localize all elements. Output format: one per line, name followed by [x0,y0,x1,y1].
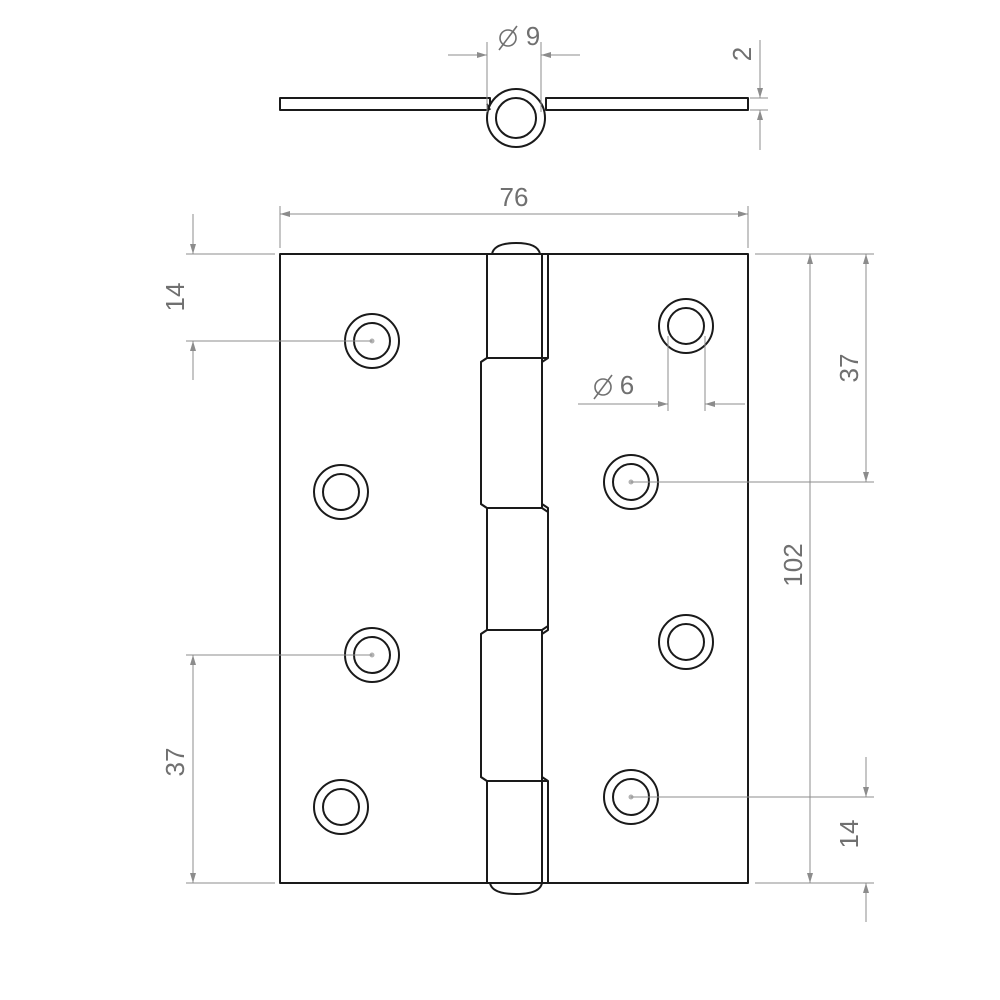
pin-diameter-dimension: 9 [448,21,580,112]
top-view-right-leaf [545,97,749,111]
top-view-pin [495,97,537,139]
top-view [279,88,749,148]
top-view-left-leaf [279,97,491,111]
diameter-symbol-icon [593,374,613,400]
overall-height-label: 102 [778,543,808,586]
right-screw-hole-3 [658,614,714,670]
pin-diameter-label: 9 [526,21,540,51]
screw-hole-diameter-dimension: 6 [578,336,745,411]
overall-height-dimension: 102 [755,254,874,884]
front-view [279,242,749,895]
right-top-offset-label: 37 [834,354,864,383]
top-pin-cap [491,242,541,255]
left-top-offset-dimension: 14 [160,214,372,380]
left-top-offset-label: 14 [160,283,190,312]
right-top-offset-dimension: 37 [631,253,874,483]
right-bottom-offset-dimension: 14 [631,757,874,922]
left-screw-hole-2 [313,464,369,520]
overall-width-label: 76 [500,182,529,212]
right-screw-hole-1 [658,298,714,354]
overall-width-dimension: 76 [279,182,749,248]
knuckle-segment-1 [480,357,543,509]
screw-hole-diameter-label: 6 [620,370,634,400]
diameter-symbol-icon [498,25,518,51]
knuckle-segment-3 [480,629,543,782]
knuckle-segment-2 [486,507,549,631]
bottom-pin-cap [489,882,543,895]
leaf-thickness-dimension: 2 [727,40,768,150]
left-screw-hole-4 [313,779,369,835]
leaf-thickness-label: 2 [727,47,757,61]
left-bottom-offset-label: 37 [160,748,190,777]
left-bottom-offset-dimension: 37 [160,654,372,884]
right-bottom-offset-label: 14 [834,820,864,849]
